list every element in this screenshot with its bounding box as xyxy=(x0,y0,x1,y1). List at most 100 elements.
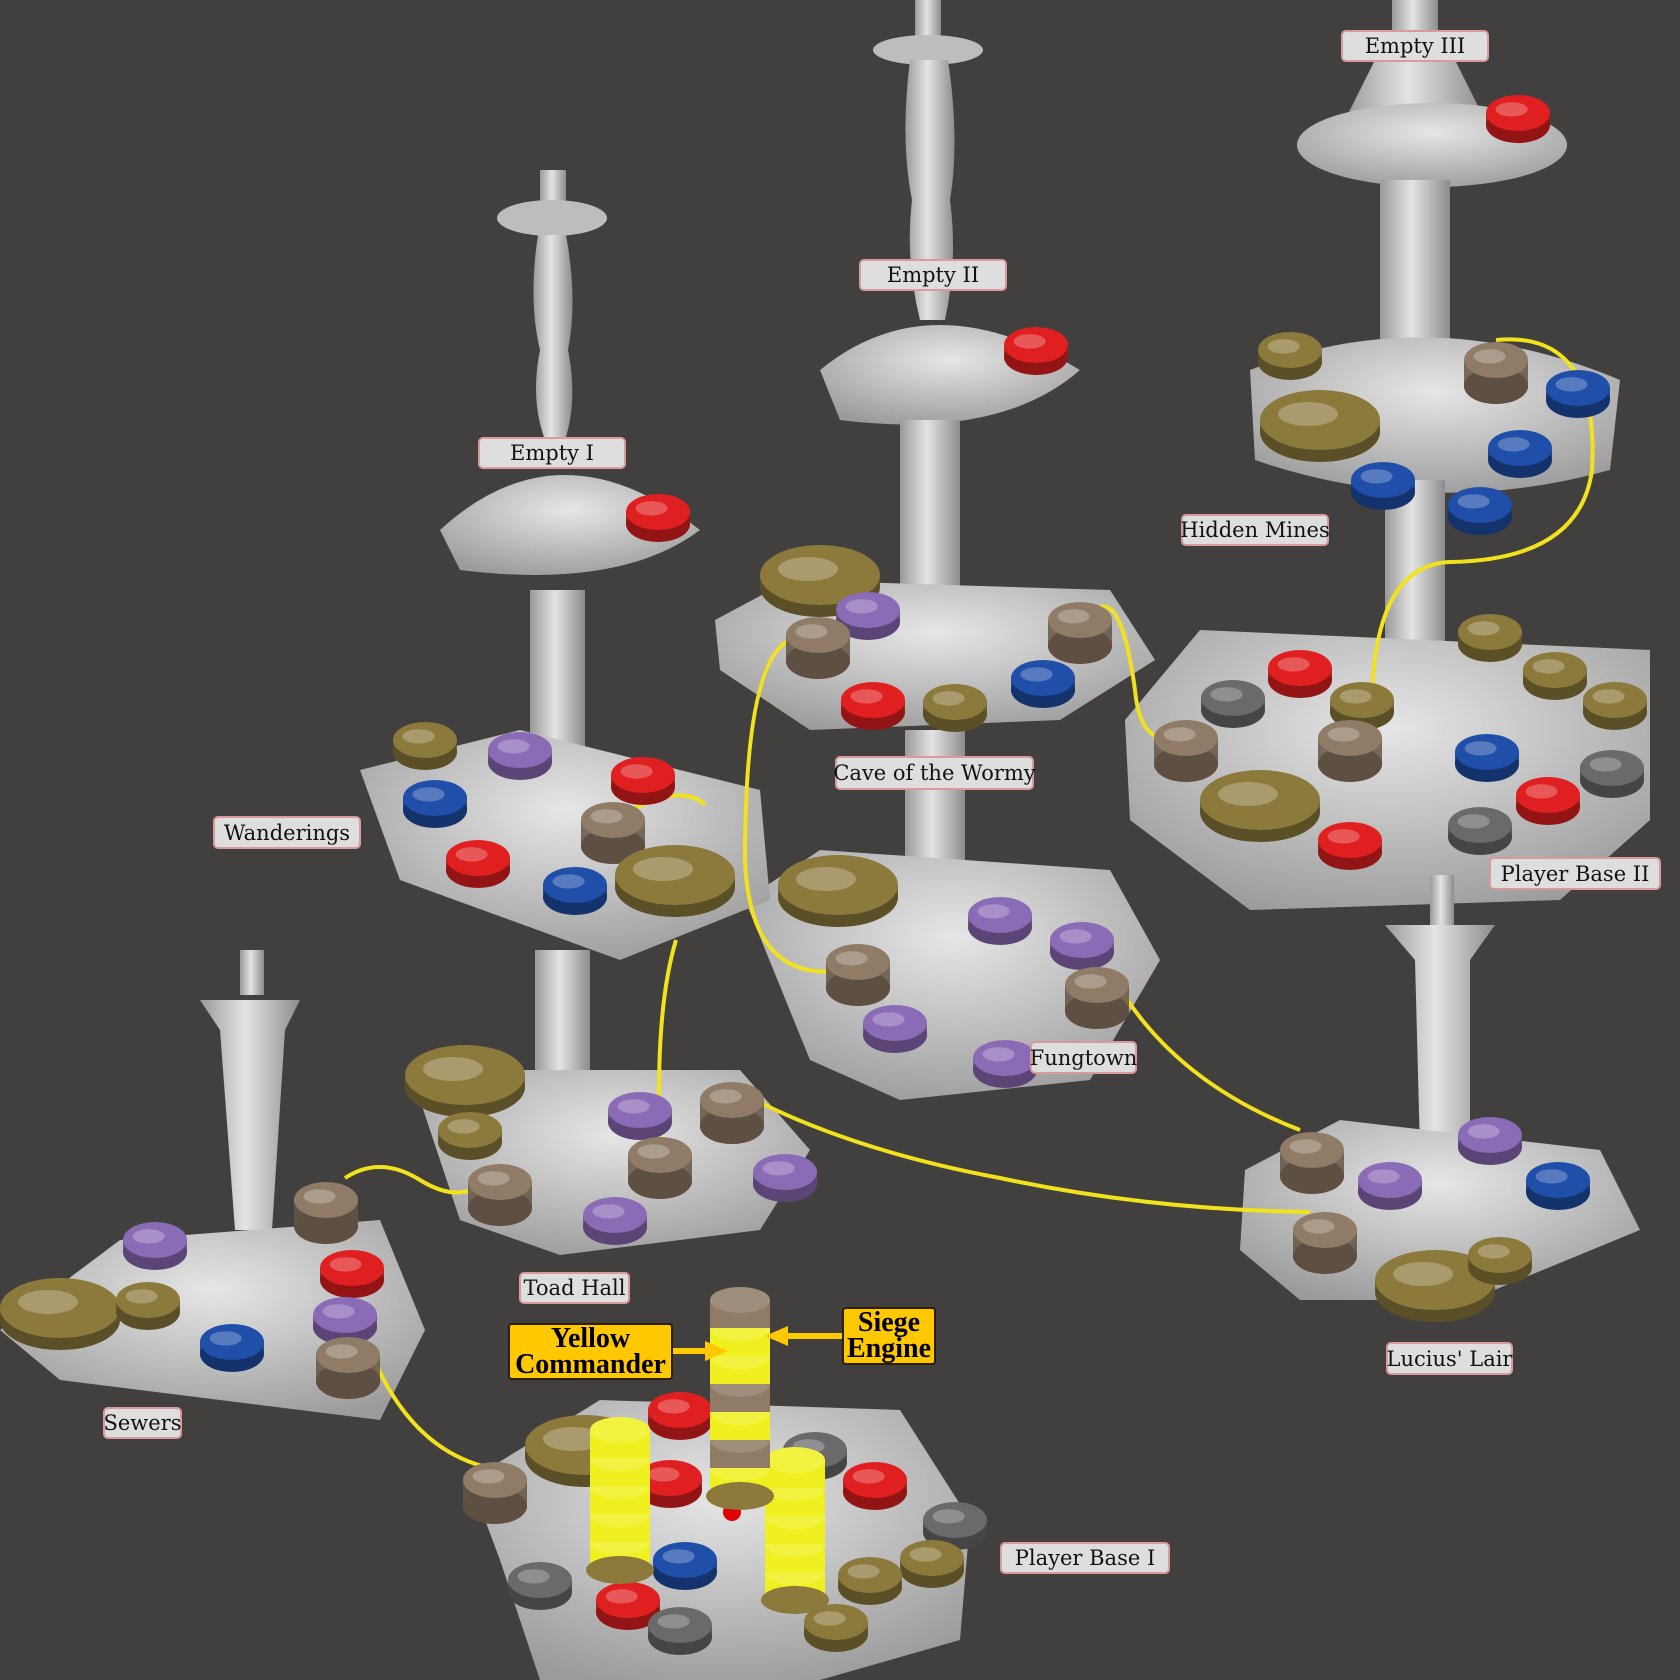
tan-unit-token[interactable] xyxy=(1318,720,1382,782)
red-token[interactable] xyxy=(611,757,675,805)
tan-unit-token[interactable] xyxy=(581,802,645,864)
connection-path xyxy=(1110,974,1301,1132)
purple-token[interactable] xyxy=(836,592,900,640)
purple-token[interactable] xyxy=(863,1005,927,1053)
red-token[interactable] xyxy=(1318,822,1382,870)
connection-path xyxy=(744,1093,1311,1214)
grey-token[interactable] xyxy=(648,1607,712,1655)
gold-token[interactable] xyxy=(923,684,987,732)
label-toad-hall: Toad Hall xyxy=(519,1272,630,1304)
grey-token[interactable] xyxy=(508,1562,572,1610)
purple-token[interactable] xyxy=(753,1154,817,1202)
tan-unit-token[interactable] xyxy=(1464,342,1528,404)
blue-token[interactable] xyxy=(1351,462,1415,510)
tan-unit-token[interactable] xyxy=(468,1164,532,1226)
label-player-base-1: Player Base I xyxy=(1000,1542,1170,1574)
red-token[interactable] xyxy=(638,1460,702,1508)
blue-token[interactable] xyxy=(1455,734,1519,782)
label-sewers: Sewers xyxy=(103,1407,182,1439)
label-empty-3: Empty III xyxy=(1341,30,1489,62)
purple-token[interactable] xyxy=(488,732,552,780)
red-token[interactable] xyxy=(1004,327,1068,375)
gold-token[interactable] xyxy=(1258,332,1322,380)
blue-token[interactable] xyxy=(1448,487,1512,535)
blue-token[interactable] xyxy=(1011,660,1075,708)
label-empty-1: Empty I xyxy=(478,437,626,469)
gold-token[interactable] xyxy=(900,1540,964,1588)
gold-large-token[interactable] xyxy=(1200,770,1320,842)
blue-token[interactable] xyxy=(1546,370,1610,418)
gold-token[interactable] xyxy=(1458,614,1522,662)
connection-path xyxy=(368,1349,491,1470)
label-cave-of-the-wormy: Cave of the Wormy xyxy=(833,756,1036,790)
gold-token[interactable] xyxy=(1583,682,1647,730)
purple-token[interactable] xyxy=(313,1297,377,1345)
red-token[interactable] xyxy=(596,1582,660,1630)
yellow-commander-piece[interactable] xyxy=(586,1417,654,1584)
purple-token[interactable] xyxy=(1358,1162,1422,1210)
tan-unit-token[interactable] xyxy=(700,1082,764,1144)
tan-unit-token[interactable] xyxy=(1280,1132,1344,1194)
gold-token[interactable] xyxy=(1468,1237,1532,1285)
purple-token[interactable] xyxy=(1050,922,1114,970)
gold-large-token[interactable] xyxy=(1260,390,1380,462)
gold-token[interactable] xyxy=(804,1604,868,1652)
tan-unit-token[interactable] xyxy=(1048,602,1112,664)
tan-unit-token[interactable] xyxy=(1065,967,1129,1029)
red-token[interactable] xyxy=(1268,650,1332,698)
blue-token[interactable] xyxy=(1526,1162,1590,1210)
red-token[interactable] xyxy=(626,494,690,542)
purple-token[interactable] xyxy=(608,1092,672,1140)
gold-large-token[interactable] xyxy=(615,845,735,917)
tan-unit-token[interactable] xyxy=(294,1182,358,1244)
blue-token[interactable] xyxy=(403,780,467,828)
purple-token[interactable] xyxy=(973,1040,1037,1088)
tan-unit-token[interactable] xyxy=(463,1462,527,1524)
gold-token[interactable] xyxy=(1523,652,1587,700)
connection-path xyxy=(742,638,846,974)
blue-token[interactable] xyxy=(200,1324,264,1372)
yellow-commander-piece[interactable] xyxy=(761,1447,829,1614)
tan-unit-token[interactable] xyxy=(316,1337,380,1399)
label-wanderings: Wanderings xyxy=(213,816,361,849)
label-lucius-lair: Lucius' Lair xyxy=(1386,1342,1513,1375)
grey-token[interactable] xyxy=(1201,680,1265,728)
gold-large-token[interactable] xyxy=(405,1045,525,1117)
purple-token[interactable] xyxy=(583,1197,647,1245)
red-token[interactable] xyxy=(1516,777,1580,825)
red-token[interactable] xyxy=(320,1250,384,1298)
gold-token[interactable] xyxy=(838,1557,902,1605)
callout-yellow-commander: Yellow Commander xyxy=(508,1323,673,1380)
purple-token[interactable] xyxy=(1458,1117,1522,1165)
tan-unit-token[interactable] xyxy=(1293,1212,1357,1274)
tan-unit-token[interactable] xyxy=(826,944,890,1006)
tan-unit-token[interactable] xyxy=(628,1137,692,1199)
label-fungtown: Fungtown xyxy=(1030,1041,1137,1074)
gold-token[interactable] xyxy=(438,1112,502,1160)
label-hidden-mines: Hidden Mines xyxy=(1180,514,1330,546)
tan-unit-token[interactable] xyxy=(1154,720,1218,782)
red-token[interactable] xyxy=(843,1462,907,1510)
gold-token[interactable] xyxy=(393,722,457,770)
blue-token[interactable] xyxy=(653,1542,717,1590)
red-token[interactable] xyxy=(1486,95,1550,143)
connection-path xyxy=(1358,337,1595,726)
red-token[interactable] xyxy=(841,682,905,730)
label-empty-2: Empty II xyxy=(859,259,1007,291)
purple-token[interactable] xyxy=(968,897,1032,945)
gold-large-token[interactable] xyxy=(778,855,898,927)
gold-large-token[interactable] xyxy=(1375,1250,1495,1322)
gold-large-token[interactable] xyxy=(0,1278,120,1350)
siege-engine-stack[interactable] xyxy=(706,1287,774,1510)
tan-unit-token[interactable] xyxy=(786,617,850,679)
callout-siege-engine: Siege Engine xyxy=(842,1307,936,1365)
blue-token[interactable] xyxy=(1488,430,1552,478)
grey-token[interactable] xyxy=(1448,807,1512,855)
red-token[interactable] xyxy=(648,1392,712,1440)
grey-token[interactable] xyxy=(1580,750,1644,798)
gold-token[interactable] xyxy=(116,1282,180,1330)
purple-token[interactable] xyxy=(123,1222,187,1270)
blue-token[interactable] xyxy=(543,867,607,915)
red-token[interactable] xyxy=(446,840,510,888)
